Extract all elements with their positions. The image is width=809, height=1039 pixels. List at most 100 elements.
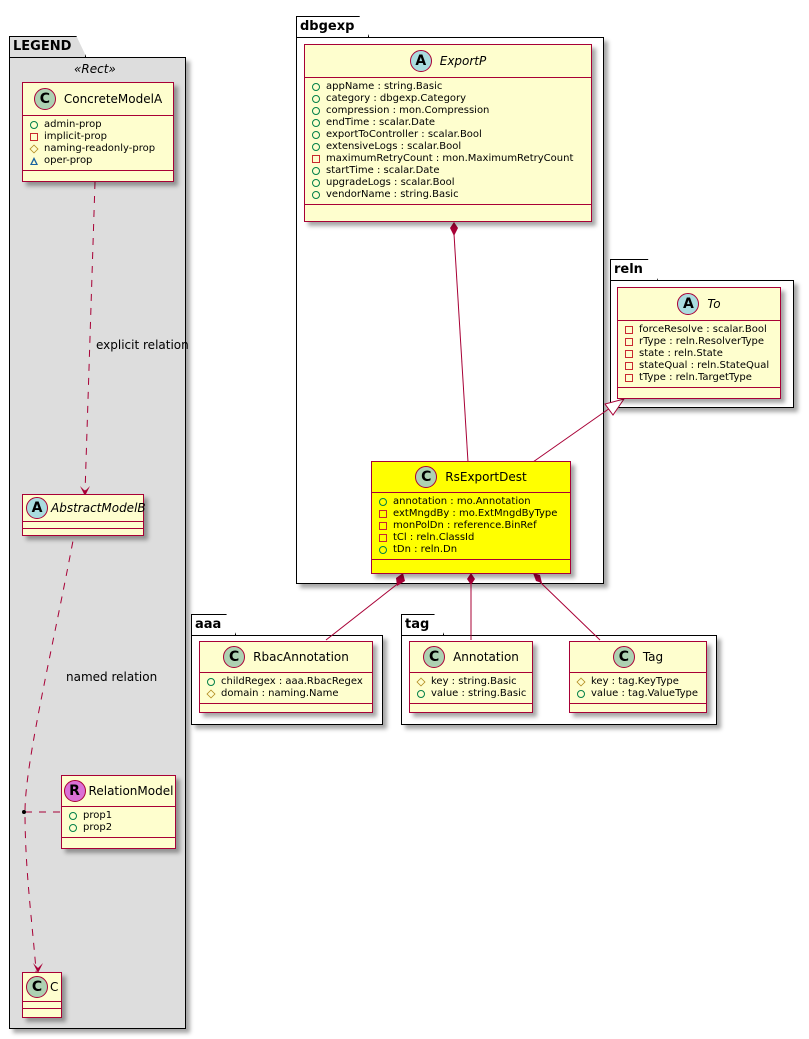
attribute: naming-readonly-prop: [29, 143, 167, 155]
attribute-text: key : tag.KeyType: [591, 676, 679, 687]
package-label: dbgexp: [300, 19, 355, 34]
class-name: ConcreteModelA: [63, 92, 163, 106]
attribute: state : reln.State: [625, 348, 774, 360]
class-rbacannotation[interactable]: C RbacAnnotation childRegex : aaa.RbacRe…: [199, 641, 373, 713]
class-badge-icon: C: [223, 646, 246, 668]
class-name: RsExportDest: [445, 470, 527, 484]
attribute: extMngdBy : mo.ExtMngdByType: [379, 508, 564, 520]
attribute-text: forceResolve : scalar.Bool: [639, 324, 767, 335]
attribute-text: extMngdBy : mo.ExtMngdByType: [393, 508, 558, 519]
attribute-text: prop1: [83, 810, 113, 821]
class-to[interactable]: A To forceResolve : scalar.Bool rType : …: [617, 287, 781, 399]
public-visibility-icon: [312, 107, 320, 115]
attribute: forceResolve : scalar.Bool: [625, 324, 774, 336]
protected-visibility-icon: [29, 144, 39, 154]
public-visibility-icon: [379, 546, 387, 554]
edge-rsexportdest-rbacannotation: [325, 581, 401, 641]
private-visibility-icon: [379, 510, 387, 518]
class-exportp[interactable]: A ExportP appName : string.Basic categor…: [304, 44, 592, 222]
public-visibility-icon: [379, 498, 387, 506]
class-c[interactable]: C C: [22, 972, 62, 1018]
class-name: To: [707, 297, 721, 311]
attribute: monPolDn : reference.BinRef: [379, 520, 564, 532]
attribute-text: childRegex : aaa.RbacRegex: [221, 676, 363, 687]
class-concretemodela[interactable]: C ConcreteModelA admin-prop implicit-pro…: [22, 82, 174, 182]
private-visibility-icon: [625, 362, 633, 370]
attribute: tType : reln.TargetType: [625, 372, 774, 384]
public-visibility-icon: [312, 131, 320, 139]
class-rsexportdest[interactable]: C RsExportDest annotation : mo.Annotatio…: [371, 461, 571, 574]
operations-compartment: [200, 704, 372, 711]
public-visibility-icon: [312, 143, 320, 151]
attribute: prop2: [69, 822, 169, 834]
class-name: Tag: [642, 650, 664, 664]
package-label: aaa: [195, 617, 222, 632]
attribute: vendorName : string.Basic: [312, 189, 585, 201]
attribute: rType : reln.ResolverType: [625, 336, 774, 348]
class-abstractmodelb[interactable]: A AbstractModelB: [22, 494, 146, 536]
private-visibility-icon: [379, 534, 387, 542]
operations-compartment: [410, 704, 532, 711]
attribute: implicit-prop: [30, 131, 167, 143]
class-relationmodel[interactable]: R RelationModel prop1 prop2: [61, 775, 176, 849]
attribute-text: implicit-prop: [44, 131, 107, 142]
attribute: childRegex : aaa.RbacRegex: [207, 676, 366, 688]
attribute-text: compression : mon.Compression: [326, 105, 490, 116]
public-visibility-icon: [577, 690, 585, 698]
class-badge-icon: C: [33, 88, 56, 110]
class-tag[interactable]: C Tag key : tag.KeyType value : tag.Valu…: [569, 641, 707, 713]
class-name: RelationModel: [88, 784, 174, 798]
attribute: domain : naming.Name: [206, 688, 366, 700]
attribute-text: value : string.Basic: [431, 688, 527, 699]
attribute-text: endTime : scalar.Date: [326, 117, 436, 128]
abstract-badge-icon: A: [26, 497, 48, 519]
class-name: ExportP: [439, 54, 487, 68]
operations-compartment: [305, 205, 591, 212]
attribute: prop1: [69, 810, 169, 822]
attribute: admin-prop: [30, 119, 167, 131]
package-tab-legend: LEGEND: [9, 36, 86, 57]
abstract-badge-icon: A: [409, 50, 432, 72]
attribute-text: monPolDn : reference.BinRef: [393, 520, 537, 531]
class-name: C: [50, 980, 59, 994]
class-badge-icon: C: [415, 466, 438, 488]
attribute: startTime : scalar.Date: [312, 165, 585, 177]
attribute: category : dbgexp.Category: [312, 93, 585, 105]
protected-visibility-icon: [576, 677, 586, 687]
private-visibility-icon: [30, 133, 38, 141]
attribute: value : string.Basic: [417, 688, 526, 700]
private-visibility-icon: [312, 155, 320, 163]
attribute-text: stateQual : reln.StateQual: [639, 360, 770, 371]
public-visibility-icon: [207, 678, 215, 686]
relation-badge-icon: R: [63, 780, 86, 802]
attribute-text: maximumRetryCount : mon.MaximumRetryCoun…: [326, 153, 574, 164]
class-badge-icon: C: [612, 646, 635, 668]
attribute: tCl : reln.ClassId: [379, 532, 564, 544]
attribute-text: admin-prop: [44, 119, 102, 130]
class-name: RbacAnnotation: [253, 650, 349, 664]
class-annotation[interactable]: C Annotation key : string.Basic value : …: [409, 641, 533, 713]
public-visibility-icon: [312, 191, 320, 199]
operations-compartment: [23, 171, 173, 178]
package-label: tag: [405, 617, 430, 632]
public-visibility-icon: [69, 812, 77, 820]
attribute-text: extensiveLogs : scalar.Bool: [326, 141, 462, 152]
attribute: annotation : mo.Annotation: [379, 496, 564, 508]
attribute-text: prop2: [83, 822, 113, 833]
legend-stereotype: «Rect»: [74, 62, 116, 76]
package-label: LEGEND: [13, 39, 72, 54]
attribute-text: domain : naming.Name: [221, 688, 339, 699]
package-tab-reln: reln: [610, 259, 658, 280]
package-label: reln: [614, 262, 643, 277]
package-tab-dbgexp: dbgexp: [296, 16, 369, 37]
attribute: value : tag.ValueType: [577, 688, 700, 700]
attribute-text: oper-prop: [44, 155, 93, 166]
attribute: tDn : reln.Dn: [379, 544, 564, 556]
attribute: key : string.Basic: [416, 676, 526, 688]
attribute-text: naming-readonly-prop: [44, 143, 156, 154]
public-visibility-icon: [417, 690, 425, 698]
attribute-text: appName : string.Basic: [326, 81, 443, 92]
attribute-text: value : tag.ValueType: [591, 688, 699, 699]
class-name: AbstractModelB: [51, 501, 146, 515]
attribute: compression : mon.Compression: [312, 105, 585, 117]
